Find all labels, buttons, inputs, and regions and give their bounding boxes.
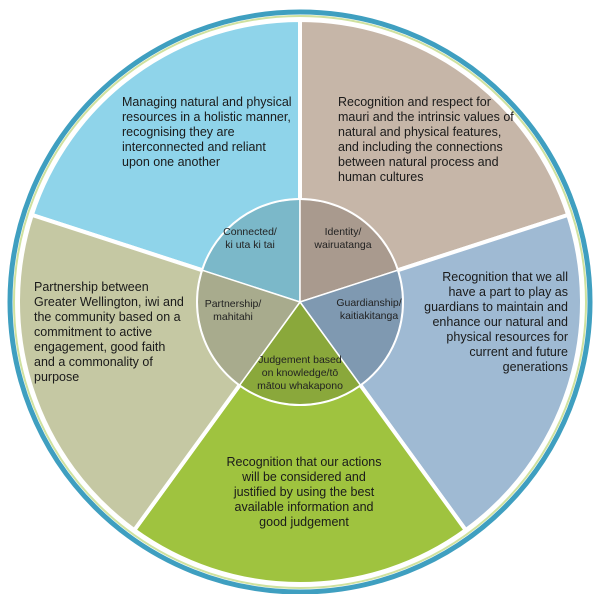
- segment-text-guardianship: Recognition that we all have a part to p…: [424, 270, 568, 374]
- center-label-guardianship: Guardianship/ kaitiakitanga: [336, 297, 402, 322]
- segment-text-partnership: Partnership between Greater Wellington, …: [34, 280, 184, 384]
- center-label-partnership: Partnership/ mahitahi: [204, 298, 262, 323]
- segment-text-connected: Managing natural and physical resources …: [122, 95, 292, 169]
- outer-ring-inner: [13, 15, 587, 589]
- wedge-judgement: [131, 298, 469, 586]
- center-label-connected: Connected/ ki uta ki tai: [223, 226, 277, 251]
- segment-text-identity: Recognition and respect for mauri and th…: [338, 95, 514, 184]
- center-label-identity: Identity/ wairuatanga: [314, 226, 372, 251]
- segment-text-judgement: Recognition that our actions will be con…: [226, 455, 382, 529]
- outer-ring: [7, 9, 593, 594]
- center-label-judgement: Judgement based on knowledge/tō mātou wh…: [257, 354, 343, 392]
- center-ring: [196, 198, 404, 406]
